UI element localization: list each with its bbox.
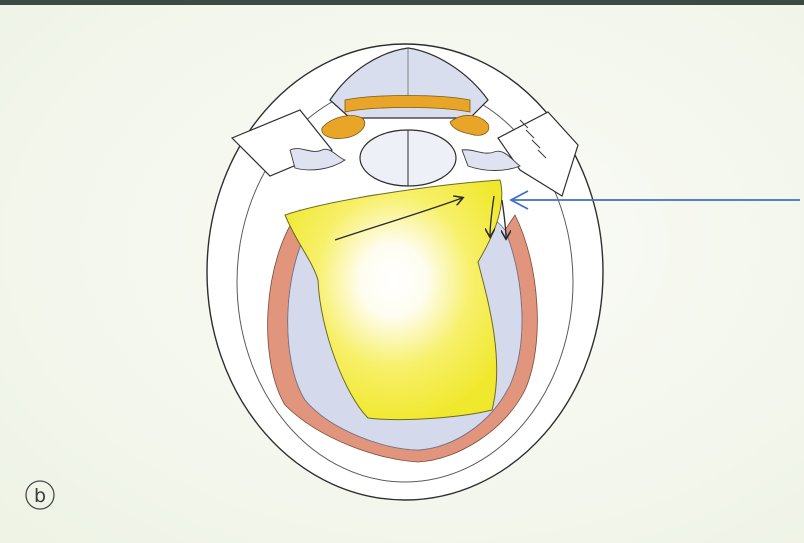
panel-label: b [34, 485, 46, 507]
top-rule [0, 0, 804, 5]
